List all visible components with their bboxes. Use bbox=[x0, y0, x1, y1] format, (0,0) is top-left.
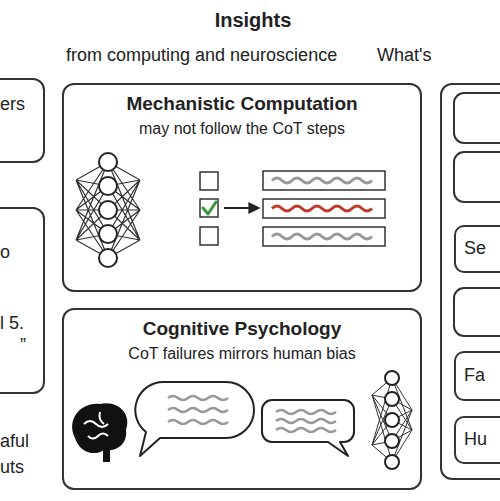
speech-bubble bbox=[135, 382, 254, 456]
text-fragment: l 5. bbox=[0, 313, 24, 335]
brain-folds bbox=[84, 412, 108, 439]
brain-icon bbox=[72, 403, 127, 453]
checkbox bbox=[200, 199, 218, 217]
insight-box: Cognitive PsychologyCoT failures mirrors… bbox=[62, 308, 422, 490]
step-bar bbox=[263, 171, 385, 190]
text-fragment: ers bbox=[0, 94, 25, 116]
network-neuron bbox=[99, 225, 117, 243]
wavy-line bbox=[272, 178, 372, 183]
list-item-text: Fa bbox=[464, 365, 485, 387]
list-item: Fa bbox=[454, 351, 500, 401]
list-panel: What'sSeFaHu bbox=[440, 83, 500, 480]
step-bar bbox=[263, 199, 385, 218]
list-item: Se bbox=[454, 225, 500, 273]
column-heading: Insights bbox=[153, 8, 353, 32]
step-bar bbox=[263, 227, 385, 246]
column-subheading: from computing and neuroscience bbox=[66, 45, 337, 67]
network-neuron bbox=[385, 371, 399, 385]
empty-list-box bbox=[454, 93, 500, 143]
step-arrow bbox=[224, 207, 258, 209]
wavy-line bbox=[276, 410, 336, 432]
wavy-line bbox=[168, 396, 228, 424]
checkbox bbox=[200, 227, 218, 245]
network-links bbox=[76, 162, 140, 258]
speech-bubble bbox=[262, 400, 354, 456]
network-neuron bbox=[385, 455, 399, 469]
empty-list-box bbox=[454, 152, 500, 202]
network-neuron bbox=[385, 434, 399, 448]
checkbox bbox=[200, 172, 218, 190]
list-item: Hu bbox=[454, 416, 500, 464]
network-neuron bbox=[385, 392, 399, 406]
brain-stem bbox=[103, 446, 110, 462]
box-subtitle: CoT failures mirrors human bias bbox=[64, 344, 420, 363]
network-neuron bbox=[99, 153, 117, 171]
empty-list-box bbox=[454, 288, 500, 336]
box-subtitle: may not follow the CoT steps bbox=[64, 119, 420, 138]
section-box: ers bbox=[0, 78, 45, 163]
box-heading: Cognitive Psychology bbox=[64, 318, 420, 341]
list-item-text: Se bbox=[464, 238, 486, 260]
text-fragment: aful bbox=[0, 431, 29, 453]
wavy-line bbox=[272, 206, 372, 211]
box-heading: Mechanistic Computation bbox=[64, 93, 420, 116]
network-neuron bbox=[385, 413, 399, 427]
insight-box: Mechanistic Computation may not follow th… bbox=[62, 83, 422, 292]
network-links bbox=[372, 378, 412, 462]
text-fragment: o bbox=[0, 242, 10, 264]
column-heading: What's bbox=[377, 45, 431, 67]
wavy-line bbox=[272, 234, 372, 239]
text-fragment: uts bbox=[0, 457, 24, 479]
network-neuron bbox=[99, 201, 117, 219]
list-item-text: Hu bbox=[464, 429, 487, 451]
network-neuron bbox=[99, 249, 117, 267]
network-neuron bbox=[99, 177, 117, 195]
section-box: o l 5.” bbox=[0, 207, 45, 394]
text-fragment: ” bbox=[20, 335, 26, 357]
check-mark bbox=[203, 202, 216, 214]
